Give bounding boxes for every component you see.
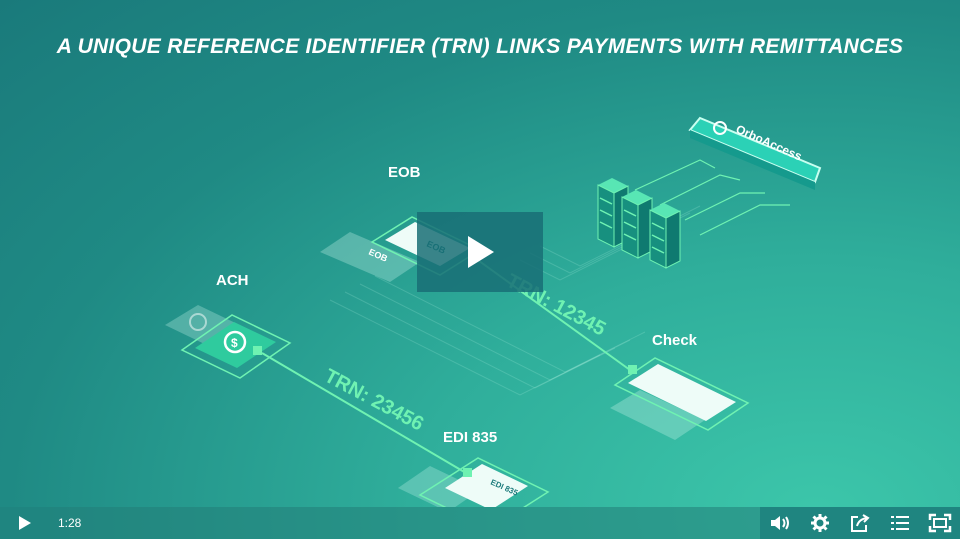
- svg-text:$: $: [231, 336, 238, 350]
- ach-label: ACH: [216, 272, 249, 289]
- eob-label: EOB: [388, 164, 421, 181]
- control-bar: 1:28: [0, 507, 960, 539]
- edi-label: EDI 835: [443, 429, 498, 446]
- settings-icon[interactable]: [808, 512, 832, 534]
- trn-label-23456: TRN: 23456: [321, 365, 428, 436]
- check-documents: [610, 357, 750, 440]
- isometric-diagram: OrboAccess: [165, 116, 822, 530]
- play-icon: [19, 516, 31, 530]
- chapters-icon[interactable]: [888, 512, 912, 534]
- check-label: Check: [652, 332, 698, 349]
- servers: [597, 178, 681, 269]
- server-icon: [621, 190, 653, 259]
- orbo-logo-icon: [713, 121, 727, 135]
- edi-documents: EDI 835: [398, 457, 550, 530]
- server-links: [634, 159, 790, 236]
- control-buttons: [760, 507, 960, 539]
- video-frame: OrboAccess: [56, 35, 904, 530]
- dollar-icon: [223, 330, 247, 354]
- play-icon: [468, 236, 494, 268]
- big-play-button[interactable]: [417, 212, 543, 292]
- volume-icon[interactable]: [768, 512, 792, 534]
- video-title: A UNIQUE REFERENCE IDENTIFIER (TRN) LINK…: [56, 35, 904, 58]
- play-button[interactable]: [0, 507, 50, 539]
- time-display: 1:28: [58, 516, 82, 530]
- ach-money: $: [165, 305, 292, 379]
- progress-bar[interactable]: 1:28: [50, 507, 760, 539]
- background-grid: [329, 205, 701, 396]
- share-icon[interactable]: [848, 512, 872, 534]
- orbo-access-banner: OrboAccess: [688, 116, 822, 190]
- fullscreen-icon[interactable]: [928, 512, 952, 534]
- server-icon: [649, 203, 681, 269]
